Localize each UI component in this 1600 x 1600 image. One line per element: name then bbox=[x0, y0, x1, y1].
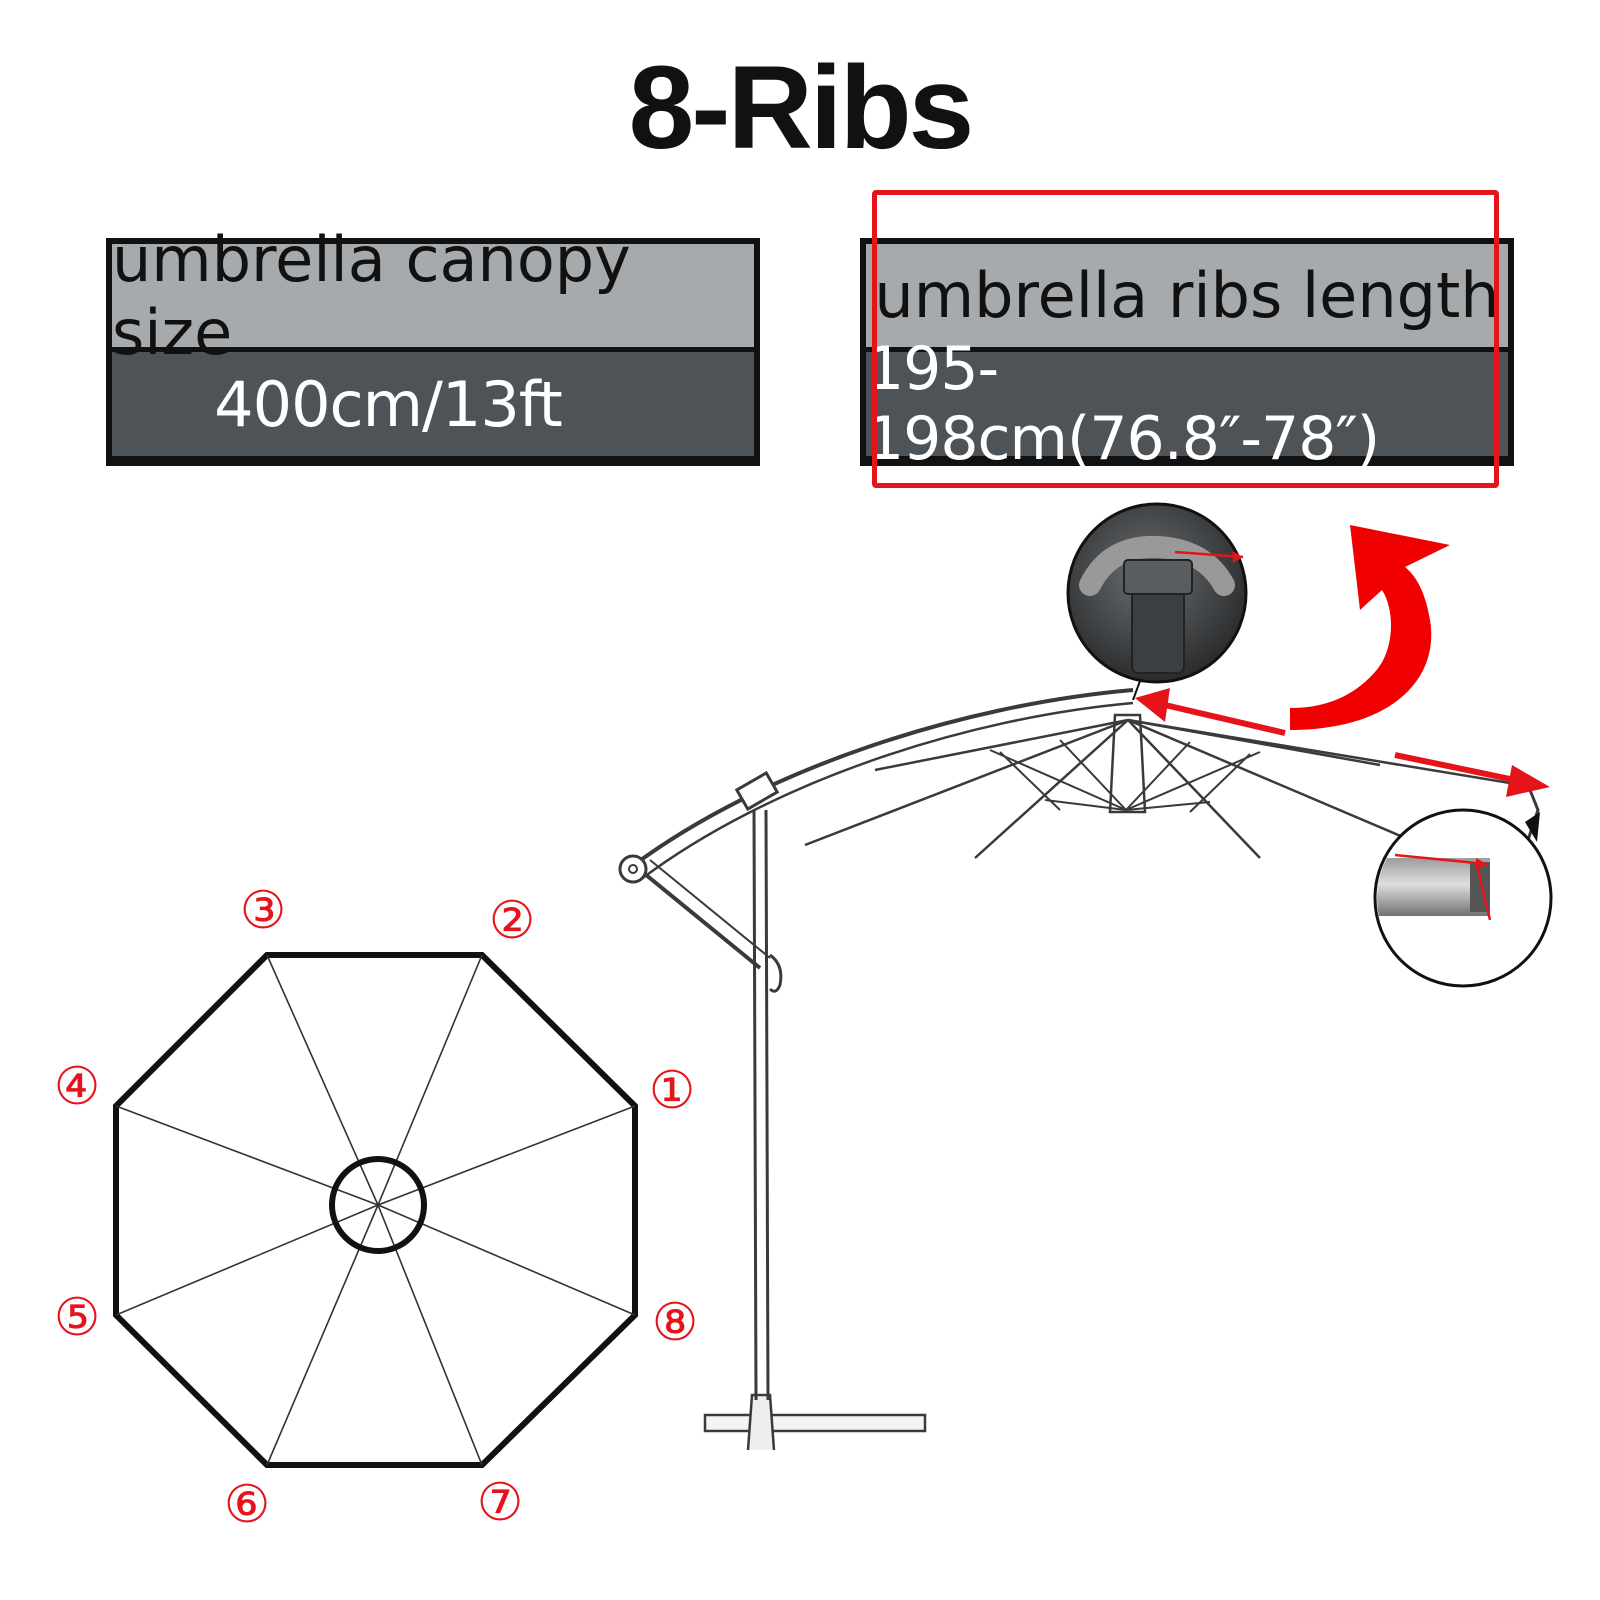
double-arrow-icon bbox=[1135, 688, 1550, 797]
rib-number-4: ④ bbox=[54, 1057, 101, 1117]
octagon-top-view bbox=[113, 952, 638, 1468]
rib-number-8: ⑧ bbox=[652, 1293, 699, 1353]
center-hub-circle bbox=[329, 1156, 427, 1254]
rib-number-5: ⑤ bbox=[54, 1288, 101, 1348]
rib-number-3: ③ bbox=[240, 881, 287, 941]
rib-end-magnifier-icon bbox=[1373, 808, 1553, 988]
rib-number-7: ⑦ bbox=[477, 1473, 524, 1533]
ribs-length-table: umbrella ribs length 195-198cm(76.8″-78″… bbox=[860, 238, 1514, 474]
rib-number-6: ⑥ bbox=[224, 1475, 271, 1535]
canopy-size-table: umbrella canopy size 400cm/13ft bbox=[106, 223, 760, 466]
ribs-length-header: umbrella ribs length bbox=[866, 244, 1508, 352]
page-title: 8-Ribs bbox=[628, 42, 975, 174]
ribs-length-highlight-box bbox=[872, 190, 1499, 488]
canopy-size-value: 400cm/13ft bbox=[112, 352, 754, 456]
curved-arrow-icon bbox=[1290, 525, 1450, 730]
rib-number-2: ② bbox=[489, 891, 536, 951]
cantilever-umbrella-frame bbox=[618, 688, 1541, 1451]
rib-number-1: ① bbox=[649, 1061, 696, 1121]
magnifier-callout-icon bbox=[1066, 502, 1248, 701]
